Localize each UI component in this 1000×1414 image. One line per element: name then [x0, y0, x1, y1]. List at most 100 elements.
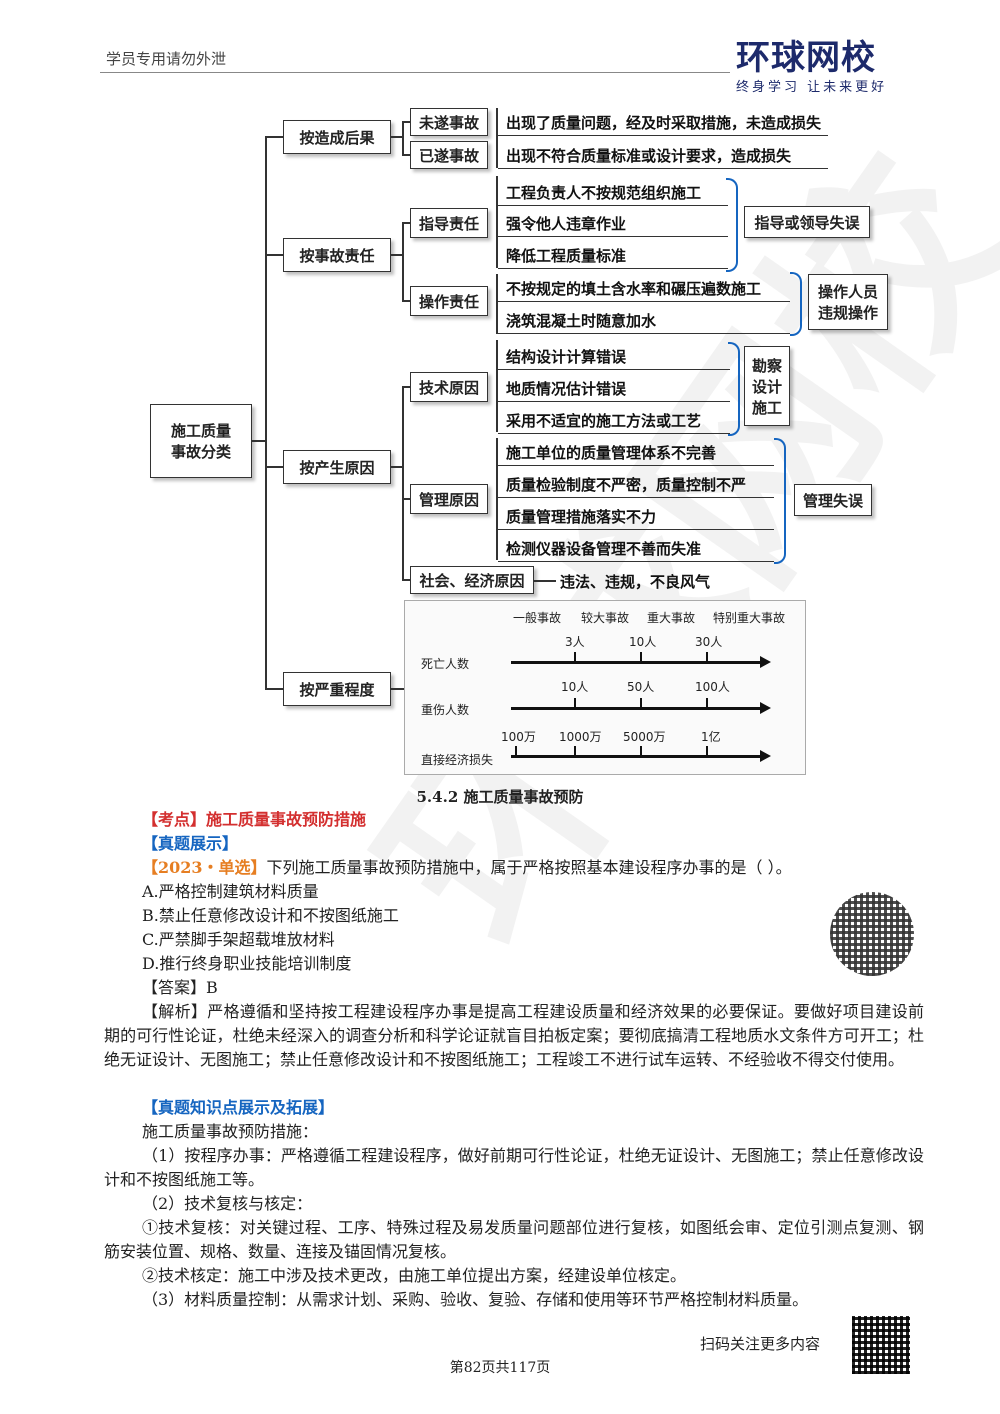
connector — [265, 136, 267, 688]
answer: 【答案】B — [142, 978, 218, 997]
leaf-text: 出现了质量问题，经及时采取措施，未造成损失 — [506, 114, 822, 132]
connector — [534, 580, 556, 582]
leaf-text: 强令他人违章作业 — [506, 215, 627, 233]
tick — [574, 652, 576, 662]
connector — [265, 136, 283, 138]
tick — [640, 746, 642, 756]
connector — [391, 136, 403, 138]
logo-slogan: 终身学习 让未来更好 — [736, 80, 888, 95]
analysis: 【解析】严格遵循和坚持按工程建设程序办事是提高工程建设质量和经济效果的必要保证。… — [104, 1002, 924, 1069]
row-label: 重伤人数 — [421, 703, 470, 717]
footer-qr-icon — [852, 1316, 910, 1374]
brace — [726, 178, 738, 272]
summary-line: 违规操作 — [817, 304, 878, 322]
node-operate-responsibility: 操作责任 — [410, 286, 488, 316]
brace — [790, 272, 802, 336]
option-a: A.严格控制建筑材料质量 — [142, 882, 319, 901]
extend-p1: （1）按程序办事：严格遵循工程建设程序，做好前期可行性论证，杜绝无证设计、无图施… — [104, 1146, 924, 1189]
node-attempted-accident: 未遂事故 — [410, 108, 488, 136]
summary-tech: 勘察 设计 施工 — [744, 346, 790, 426]
axis-arrow — [511, 656, 771, 668]
tick-label: 1亿 — [701, 730, 721, 744]
root-line1: 施工质量 — [170, 422, 231, 440]
extend-p2: （2）技术复核与核定： — [142, 1194, 313, 1213]
leaf-text: 出现不符合质量标准或设计要求，造成损失 — [506, 147, 792, 165]
connector — [498, 205, 728, 206]
connector — [498, 561, 774, 562]
root-node: 施工质量 事故分类 — [150, 404, 252, 478]
connector — [402, 300, 410, 302]
connector — [402, 498, 410, 500]
connector — [498, 168, 828, 169]
tick-label: 30人 — [695, 635, 723, 649]
leaf-text: 地质情况估计错误 — [506, 380, 627, 398]
node-tech-cause: 技术原因 — [410, 372, 488, 402]
tick-label: 3人 — [565, 635, 585, 649]
row-label: 直接经济损失 — [421, 753, 494, 767]
connector — [496, 340, 498, 432]
connector — [265, 466, 283, 468]
connector — [496, 108, 498, 168]
brace — [774, 438, 786, 564]
question-tag: 【2023・单选】 — [142, 858, 267, 877]
connector — [496, 176, 498, 268]
connector — [391, 254, 403, 256]
logo-title: 环球网校 — [736, 38, 876, 78]
branch-consequence: 按造成后果 — [283, 120, 391, 154]
connector — [496, 274, 498, 334]
connector — [498, 268, 728, 269]
connector — [402, 121, 410, 123]
summary-line: 勘察 — [751, 356, 782, 375]
root-line2: 事故分类 — [170, 443, 231, 461]
extend-intro: 施工质量事故预防措施： — [142, 1122, 319, 1141]
connector — [498, 369, 730, 370]
question-line: 【2023・单选】下列施工质量事故预防措施中，属于严格按照基本建设程序办事的是（… — [142, 856, 792, 880]
connector — [498, 236, 728, 237]
section-title: 5.4.2 施工质量事故预防 — [416, 788, 584, 806]
option-b: B.禁止任意修改设计和不按图纸施工 — [142, 906, 399, 925]
leaf-text: 采用不适宜的施工方法或工艺 — [506, 412, 702, 430]
leaf-text: 工程负责人不按规范组织施工 — [506, 184, 702, 202]
tick — [640, 652, 642, 662]
tick-label: 1000万 — [559, 730, 602, 744]
leaf-text: 违法、违规，不良风气 — [560, 573, 711, 591]
tick-label: 100人 — [695, 680, 730, 694]
connector — [498, 333, 790, 334]
tick-label: 100万 — [501, 730, 536, 744]
summary-line: 设计 — [751, 377, 782, 396]
brace — [728, 342, 740, 436]
tick — [706, 746, 708, 756]
connector — [498, 529, 774, 530]
tick-label: 10人 — [629, 635, 657, 649]
connector — [402, 386, 404, 580]
connector — [265, 688, 283, 690]
leaf-text: 降低工程质量标准 — [506, 247, 627, 265]
connector — [498, 433, 730, 434]
header-confidential-note: 学员专用请勿外泄 — [106, 50, 227, 68]
connector — [402, 154, 410, 156]
tick — [515, 746, 517, 756]
leaf-text: 结构设计计算错误 — [506, 348, 627, 366]
connector — [402, 121, 404, 155]
branch-cause: 按产生原因 — [283, 450, 391, 484]
zhenti-tag: 【真题展示】 — [142, 834, 239, 853]
connector — [498, 301, 790, 302]
node-guide-responsibility: 指导责任 — [410, 208, 488, 238]
mini-program-qr-icon — [830, 892, 914, 976]
tick — [574, 698, 576, 708]
tick — [706, 698, 708, 708]
extend-p3: ①技术复核：对关键过程、工序、特殊过程及易发质量问题部位进行复核，如图纸会审、定… — [104, 1218, 924, 1261]
severity-level: 较大事故 — [581, 611, 630, 625]
kaodian-tag: 【考点】施工质量事故预防措施 — [142, 810, 367, 829]
brand-logo: 环球网校 终身学习 让未来更好 — [736, 38, 916, 98]
summary-line: 施工 — [751, 398, 782, 417]
branch-responsibility: 按事故责任 — [283, 238, 391, 272]
question-stem: 下列施工质量事故预防措施中，属于严格按照基本建设程序办事的是（ ）。 — [266, 858, 792, 877]
connector — [252, 440, 266, 442]
extend-tag: 【真题知识点展示及拓展】 — [142, 1098, 335, 1117]
option-d: D.推行终身职业技能培训制度 — [142, 954, 352, 973]
severity-level: 一般事故 — [513, 611, 562, 625]
severity-chart: 一般事故 较大事故 重大事故 特别重大事故 死亡人数 3人 10人 30人 重伤… — [404, 600, 806, 775]
axis-arrow — [511, 702, 771, 714]
tick-label: 50人 — [627, 680, 655, 694]
